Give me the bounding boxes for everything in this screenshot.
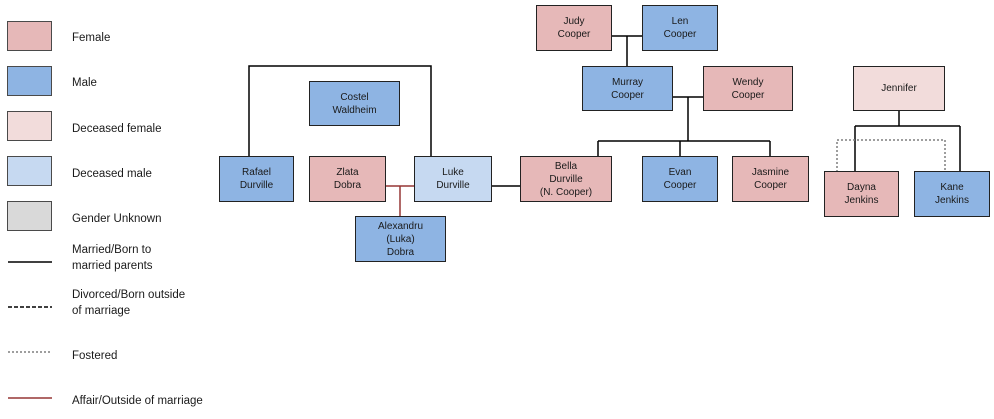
person-murray-cooper: Murray Cooper bbox=[582, 66, 673, 111]
person-evan-cooper: Evan Cooper bbox=[642, 156, 718, 202]
legend-deceased-female-swatch bbox=[7, 111, 52, 141]
person-alexandru-dobra: Alexandru (Luka) Dobra bbox=[355, 216, 446, 262]
legend-fostered-label: Fostered bbox=[72, 350, 118, 362]
person-zlata-dobra: Zlata Dobra bbox=[309, 156, 386, 202]
person-wendy-cooper: Wendy Cooper bbox=[703, 66, 793, 111]
legend-gender-unknown-swatch bbox=[7, 201, 52, 231]
person-dayna-jenkins: Dayna Jenkins bbox=[824, 171, 899, 217]
legend-divorced-label: Divorced/Born outside of marriage bbox=[72, 289, 186, 317]
person-jasmine-cooper: Jasmine Cooper bbox=[732, 156, 809, 202]
person-rafael-durville: Rafael Durville bbox=[219, 156, 294, 202]
person-costel-waldheim: Costel Waldheim bbox=[309, 81, 400, 126]
person-luke-durville: Luke Durville bbox=[414, 156, 492, 202]
legend-deceased-male-label: Deceased male bbox=[72, 168, 152, 180]
person-bella-durville: Bella Durville (N. Cooper) bbox=[520, 156, 612, 202]
rafael-luke-bracket bbox=[248, 65, 432, 157]
legend-male-swatch bbox=[7, 66, 52, 96]
legend-gender-unknown-label: Gender Unknown bbox=[72, 213, 162, 225]
person-kane-jenkins: Kane Jenkins bbox=[914, 171, 990, 217]
legend-female-label: Female bbox=[72, 32, 111, 44]
legend-deceased-female-label: Deceased female bbox=[72, 123, 162, 135]
legend-affair-label: Affair/Outside of marriage bbox=[72, 395, 203, 407]
legend-married-label: Married/Born to married parents bbox=[72, 244, 153, 272]
legend-deceased-male-swatch bbox=[7, 156, 52, 186]
person-judy-cooper: Judy Cooper bbox=[536, 5, 612, 51]
legend-male-label: Male bbox=[72, 77, 97, 89]
fostered-line bbox=[836, 139, 946, 172]
legend-female-swatch bbox=[7, 21, 52, 51]
person-len-cooper: Len Cooper bbox=[642, 5, 718, 51]
person-jennifer: Jennifer bbox=[853, 66, 945, 111]
